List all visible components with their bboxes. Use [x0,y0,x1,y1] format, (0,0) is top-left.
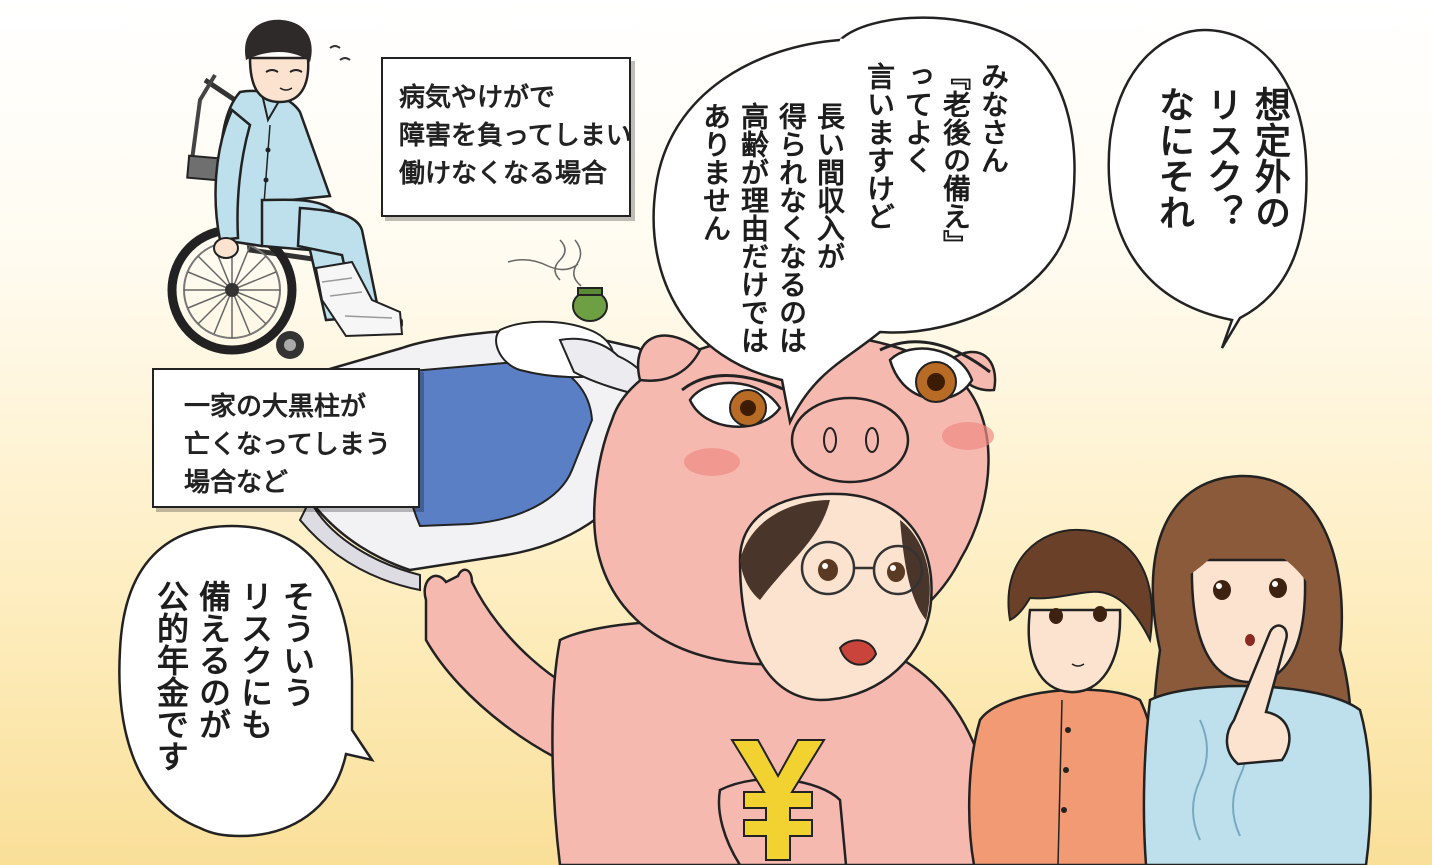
bubble-pig-line: 高齢が理由だけでは [737,102,770,354]
bubble-unexpected-line: 想定外の [1249,86,1291,230]
bubble-pension-line: リスクにも [236,580,274,740]
bubble-unexpected-text: 想定外の リスク？ なにそれ [1150,86,1294,230]
caption-death-line: 場合など [184,468,289,498]
caption-death: 一家の大黒柱が 亡くなってしまう 場合など [152,368,420,508]
bubble-pension-line: そういう [278,580,316,708]
bubble-pig-line: 言いますけど [863,62,896,230]
bubble-pig-text: みなさん 『老後の備え』 ってよく 言いますけど 長い間収入が 得られなくなるの… [696,62,1012,354]
caption-death-line: 亡くなってしまう [184,430,391,460]
bubble-pension-text: そういう リスクにも 備えるのが 公的年金です [150,580,318,772]
bubble-pig-line: ありません [699,102,732,242]
bubble-pig-line: 『老後の備え』 [939,62,972,258]
bubble-unexpected-shape [1107,28,1308,349]
bubble-pig-shape [652,16,1076,426]
bubble-pension-shape [118,524,375,838]
caption-disability-line: 障害を負ってしまい [399,121,632,151]
bubble-pig-line: 得られなくなるのは [775,102,808,354]
futon-illustration [290,320,662,592]
bubble-pig-line: 長い間収入が [813,102,846,270]
caption-disability: 病気やけがで 障害を負ってしまい 働けなくなる場合 [381,57,632,217]
short-hair-woman-illustration [967,528,1160,865]
caption-disability-line: 病気やけがで [399,83,556,113]
bubble-pension-line: 公的年金です [152,580,190,772]
yen-symbol-icon [730,739,826,861]
bubble-unexpected-line: リスク？ [1201,86,1243,230]
long-hair-woman-illustration [1142,474,1372,865]
caption-death-line: 一家の大黒柱が [184,392,367,422]
bubble-unexpected-line: なにそれ [1153,86,1195,230]
bubble-pension-line: 備えるのが [194,580,232,740]
wheelchair-man-illustration [167,19,404,359]
incense-pot-icon [507,239,608,322]
bubble-pig-line: ってよく [901,62,934,174]
bubble-pig-line: みなさん [977,62,1010,174]
pig-costume-woman-illustration [423,332,997,865]
caption-disability-line: 働けなくなる場合 [399,159,608,189]
